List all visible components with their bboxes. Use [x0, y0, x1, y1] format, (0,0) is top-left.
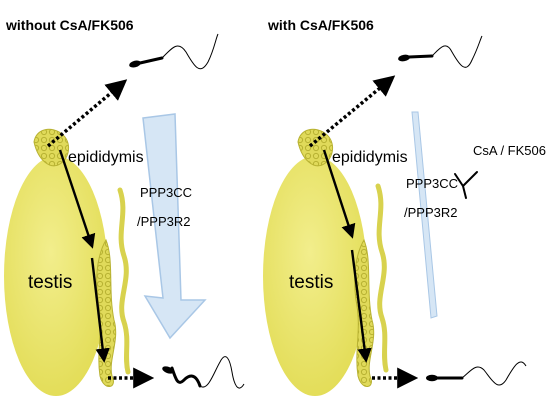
testis-label: testis: [289, 272, 333, 293]
epididymis-label: epididymis: [68, 149, 144, 166]
gene-label-line1: PPP3CC: [140, 185, 192, 200]
epididymis-head: [297, 128, 333, 167]
sperm-normal-icon: [129, 33, 219, 70]
inhibitor-label: CsA / FK506: [473, 143, 546, 158]
calcineurin-activity-arrow: [142, 113, 207, 340]
panel-title: without CsA/FK506: [5, 17, 134, 33]
gene-label-line2: /PPP3R2: [404, 205, 457, 220]
gene-label-line1: PPP3CC: [406, 176, 458, 191]
panel-with-inhibitor: with CsA/FK506 testis epididymis: [263, 17, 546, 396]
testis-label: testis: [28, 272, 72, 293]
panel-without-inhibitor: without CsA/FK506 testis epididymis: [4, 17, 245, 396]
epididymis-label: epididymis: [332, 149, 408, 166]
panel-title: with CsA/FK506: [267, 17, 374, 33]
epididymis-body: [354, 238, 375, 387]
gene-label-line2: /PPP3R2: [137, 214, 190, 229]
transit-arrow-2: [90, 257, 110, 363]
transit-arrow-1: [322, 149, 356, 239]
dotted-arrow-up: [308, 75, 396, 148]
transit-arrow-2: [350, 249, 372, 363]
inhibition-symbol: [454, 171, 478, 199]
vas-deferens: [117, 187, 131, 375]
testis: [263, 156, 367, 396]
sperm-bent-icon: [162, 356, 245, 389]
sperm-normal-icon: [398, 35, 483, 68]
sperm-normal-icon: [426, 361, 527, 386]
transit-arrow-1: [58, 149, 96, 249]
calcineurin-activity-arrow: [411, 111, 438, 319]
epididymis-head: [33, 128, 69, 167]
dotted-arrow-up: [46, 79, 128, 148]
vas-deferens: [375, 183, 389, 373]
